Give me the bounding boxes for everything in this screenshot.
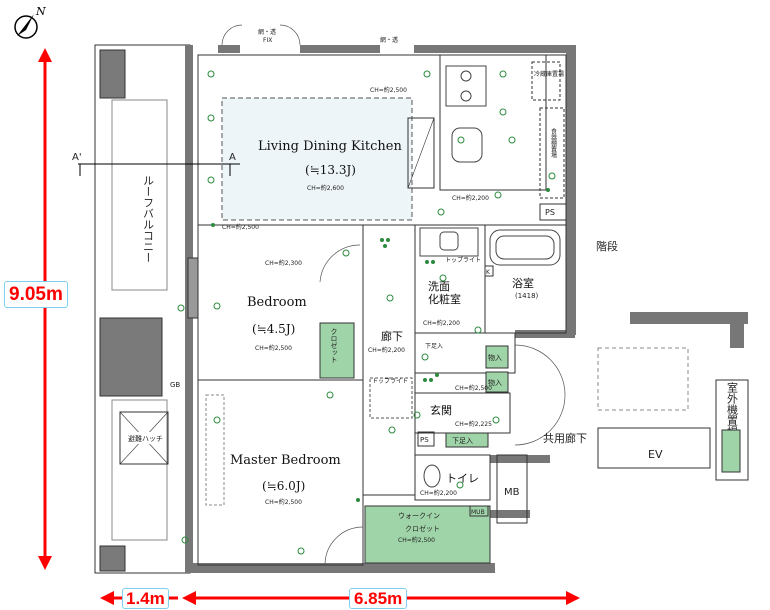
storage-label-2: 物入 bbox=[488, 378, 502, 387]
shoes-label: 下足入 bbox=[425, 343, 443, 350]
bedroom-closet: クロゼット bbox=[319, 322, 355, 379]
electrical-dots bbox=[211, 188, 550, 502]
stairs-label: 階段 bbox=[596, 239, 618, 253]
outdoor-unit-area: EV 室外機置場 bbox=[597, 312, 749, 481]
ldk-ch: CH=約2,600 bbox=[307, 184, 344, 192]
fridge-label: 冷蔵庫置場 bbox=[534, 70, 564, 78]
balcony-width-label: 1.4m bbox=[122, 588, 169, 609]
bathroom: 浴室 (1418) bbox=[484, 224, 567, 334]
master-bedroom-room: Master Bedroom (≒6.0J) CH=約2,500 bbox=[197, 379, 364, 566]
toilet-name: トイレ bbox=[446, 472, 479, 485]
washroom-skylight: トップライト bbox=[445, 257, 481, 264]
walkin-name-2: クロゼット bbox=[405, 524, 440, 533]
entrance-name: 玄関 bbox=[430, 403, 452, 417]
washroom: トップライト 洗面 化粧室 CH=約2,200 K bbox=[414, 224, 494, 334]
hallway-ch: CH=約2,200 bbox=[368, 346, 405, 354]
bedroom-ceiling-2300: CH=約2,300 bbox=[265, 259, 302, 267]
dishwasher-label: 食器棚置場 bbox=[550, 127, 557, 159]
mub-label: MUB bbox=[471, 509, 485, 516]
bedroom-name: Bedroom bbox=[247, 295, 307, 310]
hallway-skylight: トップライト bbox=[372, 378, 408, 385]
master-ch: CH=約2,500 bbox=[265, 498, 302, 506]
hallway-name: 廊下 bbox=[381, 329, 403, 343]
evacuation-hatch: 避難ハッチ bbox=[119, 411, 169, 465]
entrance-ch: CH=約2,225 bbox=[455, 420, 492, 428]
washroom-ch: CH=約2,200 bbox=[423, 319, 460, 327]
walkin-ch: CH=約2,500 bbox=[398, 536, 435, 544]
entrance-ps-label: PS bbox=[420, 436, 429, 444]
storage-ceiling: CH=約2,500 bbox=[455, 384, 492, 392]
ldk-name: Living Dining Kitchen bbox=[258, 139, 402, 154]
ldk-ceiling-2500: CH=約2,500 bbox=[370, 86, 407, 94]
roof-balcony-label: ルーフバルコニー bbox=[142, 175, 155, 263]
washroom-name-2: 化粧室 bbox=[428, 292, 461, 306]
electrical-symbols bbox=[177, 70, 556, 555]
compass: N bbox=[14, 5, 46, 39]
roof-balcony: ルーフバルコニー 避難ハッチ bbox=[94, 44, 191, 574]
toilet: トイレ CH=約2,200 bbox=[414, 454, 491, 501]
height-dimension-label: 9.05m bbox=[4, 281, 68, 308]
fix-window-label: 網・透 bbox=[258, 28, 276, 36]
section-a2-label: A' bbox=[72, 152, 82, 163]
hallway: 廊下 CH=約2,200 トップライト bbox=[362, 224, 416, 496]
evac-hatch-label: 避難ハッチ bbox=[128, 434, 163, 443]
ldk-size: (≒13.3J) bbox=[305, 163, 356, 177]
ldk-room: Living Dining Kitchen (≒13.3J) CH=約2,600… bbox=[197, 24, 567, 226]
bedroom-closet-label: クロゼット bbox=[330, 328, 338, 363]
bedroom-size: (≒4.5J) bbox=[252, 322, 295, 336]
bedroom-ch: CH=約2,500 bbox=[255, 344, 292, 352]
bedroom-ceiling-2500: CH=約2,500 bbox=[222, 223, 259, 231]
master-size: (≒6.0J) bbox=[262, 479, 305, 493]
compass-north-label: N bbox=[35, 5, 46, 18]
entrance-area: 下足入 物入 物入 CH=約2,500 玄関 CH=約2,225 PS 下足入 bbox=[414, 332, 566, 448]
corridor-label: 共用廊下 bbox=[543, 431, 587, 445]
net-window-label: 網・透 bbox=[380, 36, 398, 44]
mb-space: MB bbox=[496, 454, 528, 524]
storage-label-1: 物入 bbox=[488, 353, 502, 362]
section-a-label: A bbox=[229, 152, 236, 163]
washroom-name: 洗面 bbox=[428, 280, 450, 293]
kitchen-counter: 冷蔵庫置場 食器棚置場 bbox=[439, 54, 565, 199]
toilet-ch: CH=約2,200 bbox=[420, 489, 457, 497]
width-dimension bbox=[100, 591, 580, 605]
gb-label: GB bbox=[170, 381, 180, 389]
mb-label: MB bbox=[504, 487, 520, 498]
washroom-k-mark: K bbox=[486, 269, 491, 276]
entrance-shoes-label: 下足入 bbox=[452, 437, 473, 445]
bath-name: 浴室 bbox=[512, 276, 534, 290]
master-name: Master Bedroom bbox=[230, 453, 341, 468]
bedroom-room: CH=約2,300 Bedroom (≒4.5J) CH=約2,500 クロゼッ… bbox=[197, 223, 364, 381]
fix-label: FIX bbox=[263, 37, 272, 44]
walkin-closet: ウォークイン クロゼット CH=約2,500 MUB bbox=[364, 505, 491, 564]
compass-circle bbox=[14, 15, 38, 39]
north-arrow-icon bbox=[17, 14, 34, 36]
walkin-name-1: ウォークイン bbox=[398, 512, 440, 520]
ldk-ceiling-2200: CH=約2,200 bbox=[452, 194, 489, 202]
section-line: A' A bbox=[72, 152, 240, 176]
bath-size: (1418) bbox=[515, 292, 539, 300]
ev-label: EV bbox=[648, 448, 663, 461]
outdoor-unit-label: 室外機置場 bbox=[726, 381, 739, 438]
height-dimension bbox=[38, 48, 52, 570]
ldk-ps-label: PS bbox=[545, 208, 555, 217]
unit-width-label: 6.85m bbox=[349, 588, 408, 609]
